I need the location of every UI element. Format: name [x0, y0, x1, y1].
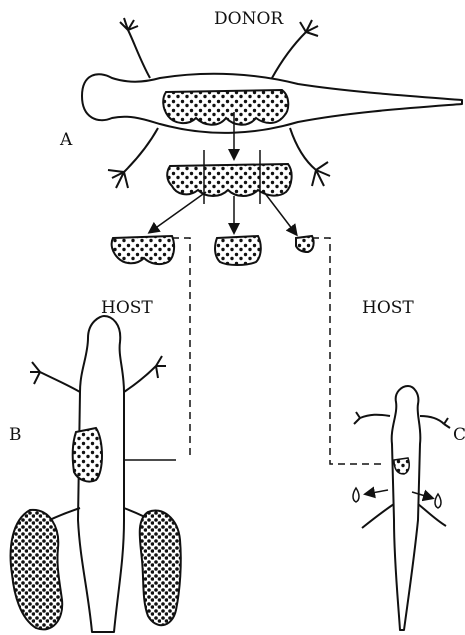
host-left-label: HOST — [101, 298, 153, 318]
dashed-path-to-host-c — [312, 238, 384, 464]
small-piece — [296, 236, 314, 252]
host-b-left-arm — [30, 362, 80, 392]
host-c-left-leg — [362, 504, 394, 528]
donor-hind-right-leg — [290, 128, 330, 186]
host-c-body — [392, 386, 421, 630]
host-b-left-limb-graft — [11, 510, 63, 630]
host-c-left-arm — [354, 412, 390, 424]
arrow-to-large-piece — [150, 192, 206, 232]
arrow-to-small-piece — [264, 192, 296, 234]
host-c-right-droplet — [435, 494, 441, 508]
host-c-right-arm — [420, 416, 450, 428]
host-c-left-arrow — [366, 490, 388, 494]
panel-c-label: C — [453, 425, 465, 445]
donor-front-left-leg — [120, 18, 150, 78]
donor-salamander — [82, 18, 462, 188]
host-b-salamander — [11, 316, 181, 632]
host-b-right-limb-graft — [140, 510, 181, 625]
donor-hind-left-leg — [108, 128, 158, 188]
host-right-label: HOST — [362, 298, 414, 318]
host-b-trunk-graft — [73, 428, 102, 482]
host-c-left-droplet — [353, 488, 359, 502]
large-piece — [112, 236, 174, 264]
host-c-right-leg — [418, 504, 446, 526]
host-c-salamander — [353, 386, 450, 630]
host-b-right-arm — [124, 356, 166, 392]
panel-b-label: B — [9, 425, 22, 445]
donor-label: DONOR — [214, 9, 284, 29]
dashed-path-to-host-b — [172, 238, 190, 460]
excised-tissue — [167, 150, 291, 204]
panel-a-label: A — [59, 130, 73, 150]
medium-piece — [215, 236, 261, 265]
donor-graft-tissue — [163, 90, 288, 125]
